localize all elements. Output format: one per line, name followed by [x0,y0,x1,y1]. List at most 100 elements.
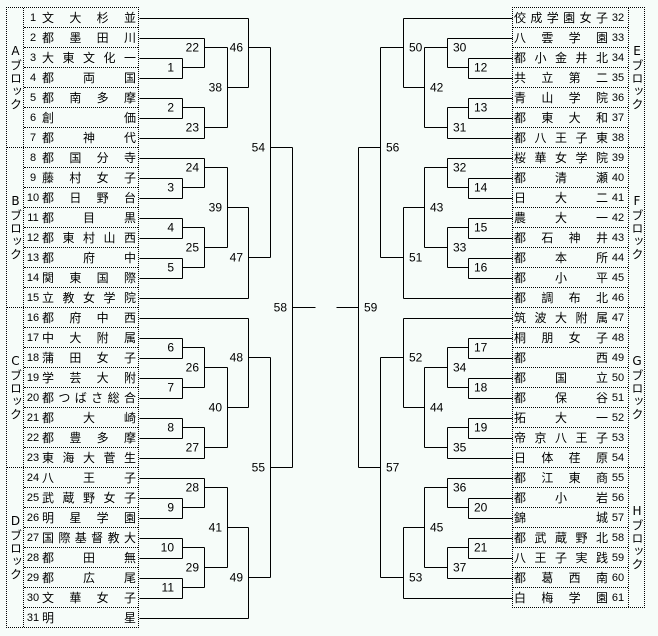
match-number-label: 36 [453,481,467,495]
team-name-char: 学 [546,10,559,25]
team-number: 43 [611,231,625,244]
team-number: 18 [26,351,40,364]
match-number-label: 1 [167,61,174,75]
team-name-char: 園 [123,510,136,525]
team-name-char: 八 [554,430,567,445]
team-name-char: 蔵 [62,490,75,505]
block-label: Aブロック [7,8,24,147]
team-name-char: 文 [82,50,95,65]
team-number: 26 [26,511,40,524]
team-name-char: 都 [514,370,527,385]
team-name-char: 北 [595,530,608,545]
team-name: 明星 [42,611,138,625]
team-name-char: 都 [514,270,527,285]
match-number-label: 54 [252,141,266,155]
team-name-char: 佼 [514,10,527,25]
team-name-char: 都 [514,130,527,145]
match-number-label: 52 [409,351,423,365]
team-name-char: 子 [595,10,608,25]
team-name-char: 大 [96,370,109,385]
team-name: 桜華女学院 [513,151,608,165]
match-number-label: 43 [430,201,444,215]
team-name-char: 東 [568,470,581,485]
team-number: 34 [611,51,625,64]
team-name-char: 南 [595,570,608,585]
team-name: 都小平 [513,271,608,285]
team-name-char: 都 [514,570,527,585]
block-label: Cブロック [7,308,24,467]
team-number: 40 [611,171,625,184]
team-name-char: 子 [595,330,608,345]
team-name: 武蔵野女子 [42,491,138,505]
team-name-char: 八 [514,550,527,565]
team-name-char: 黒 [123,210,136,225]
team-name: 藤村女子 [42,171,138,185]
team-number: 3 [29,51,37,64]
team-name-char: 学 [568,590,581,605]
team-name-char: 総 [107,390,120,405]
team-name-char: 和 [595,110,608,125]
team-number: 33 [611,31,625,44]
team-number: 14 [26,271,40,284]
team-name-char: 多 [96,90,109,105]
team-number: 42 [611,211,625,224]
team-number: 1 [29,11,37,24]
team-number: 44 [611,251,625,264]
match-number-label: 15 [474,221,488,235]
match-number-label: 25 [186,241,200,255]
team-name-char: 東 [42,450,55,465]
match-number-label: 34 [453,361,467,375]
team-name-char: 中 [96,310,109,325]
team-name-char: 一 [595,410,608,425]
team-name-char: 東 [62,230,75,245]
team-name-char: 桜 [514,150,527,165]
team-name-char: 大 [82,410,95,425]
team-name-char: 学 [568,30,581,45]
match-number-label: 46 [230,41,244,55]
team-name-char: 国 [554,370,567,385]
match-number-label: 11 [162,581,175,595]
team-name-char: 雲 [541,30,554,45]
team-name-char: 中 [123,250,136,265]
team-number: 45 [611,271,625,284]
team-name: 日体荏原 [513,451,608,465]
match-number-label: 41 [209,521,223,535]
team-name-char: 摩 [123,90,136,105]
team-name-char: 府 [82,250,95,265]
team-name-char: 西 [123,230,136,245]
team-name-char: 日 [514,190,527,205]
team-name: 創価 [42,111,138,125]
team-name-char: 共 [514,70,527,85]
match-number-label: 4 [167,221,174,235]
team-name: 農大一 [513,211,608,225]
block-label: Hブロック [628,468,644,607]
team-name-char: 都 [42,210,55,225]
team-name: 都石神井 [513,231,608,245]
team-number: 32 [611,11,625,24]
team-name-char: 田 [69,350,82,365]
team-name-char: 本 [554,250,567,265]
match-number-label: 50 [409,41,423,55]
team-name-char: 都 [42,550,55,565]
team-name-char: 国 [123,70,136,85]
team-name-char: 国 [42,530,55,545]
team-name-char: 都 [42,410,55,425]
team-name-char: 都 [42,90,55,105]
team-name-char: 武 [534,530,547,545]
team-name-char: 井 [595,230,608,245]
match-number-label: 28 [186,481,200,495]
